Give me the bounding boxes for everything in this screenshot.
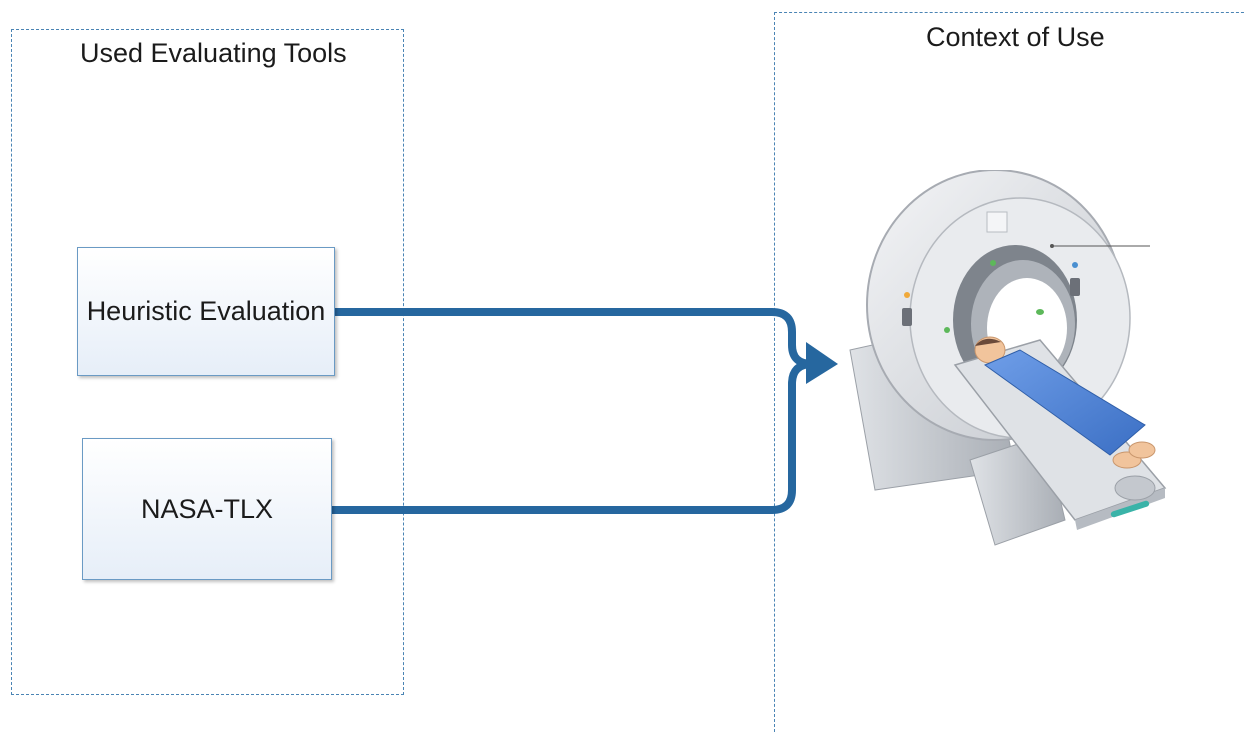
arrow-head: [806, 342, 838, 384]
connector-arrows: [329, 308, 838, 514]
tools-panel: [11, 29, 404, 695]
nasa-tlx-label: NASA-TLX: [140, 493, 274, 524]
nasa-tlx-box[interactable]: NASA-TLX: [82, 438, 332, 580]
heuristic-evaluation-box[interactable]: Heuristic Evaluation: [77, 247, 335, 376]
context-panel: [774, 12, 1245, 732]
heuristic-evaluation-label: Heuristic Evaluation: [86, 296, 326, 326]
nasa-connector: [329, 360, 813, 514]
tools-panel-title: Used Evaluating Tools: [80, 38, 347, 68]
heuristic-connector: [331, 308, 813, 368]
context-panel-title: Context of Use: [926, 22, 1105, 52]
ct-scanner-icon: [849, 170, 1167, 546]
